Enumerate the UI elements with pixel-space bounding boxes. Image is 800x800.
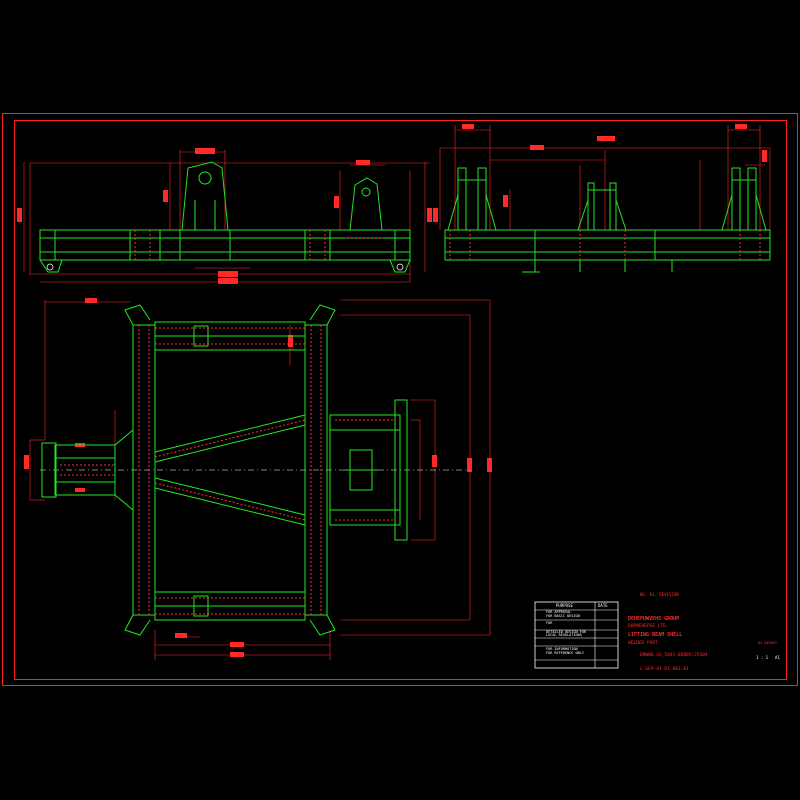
title-block-row-2: FOR BASIC DESIGN [546,614,580,618]
company-name-line-2: DOPWEUEPSE LTD. [628,624,669,629]
title-block-row-1: FOR APPROVAL [546,610,572,614]
drawing-reference: DRWNO.GS_5041-0DB05/25S04 [640,653,708,658]
company-name-line-1: DEHEPUWVEHS GROUP [628,616,680,622]
title-block-date-header: DATE [598,603,608,608]
sheet-border-outer [2,113,798,686]
title-block-row-4: DETAILED DESIGN FOR [546,630,587,634]
plan-view [24,298,492,660]
front-elevation-view [17,148,432,284]
title-block-row-8: FOR REFERENCE ONLY [546,651,584,655]
side-elevation-view [433,124,771,273]
title-block-row-7: FOR INFORMATION [546,647,578,651]
drawing-title-line-2: WELDED PART [628,641,658,646]
drawing-title-line-1: LIFTING BEAM SHELL [628,632,683,638]
title-block-row-3: FOR [546,621,553,625]
title-block-row-5: LOCAL REGULATIONS [546,633,582,637]
revision-note: NO. 01. REVISION [640,592,679,597]
scale-label: 1 : 1 [756,655,769,660]
title-block-purpose-header: PURPOSE [556,603,573,608]
sheet-size-label: A1 [775,655,780,660]
title-block [534,601,619,669]
drawing-number: L-SEP-A1-DZ-001-01 [640,667,689,672]
right-tag: D2 04EWCS [758,641,777,645]
sheet-border-inner [14,120,787,680]
